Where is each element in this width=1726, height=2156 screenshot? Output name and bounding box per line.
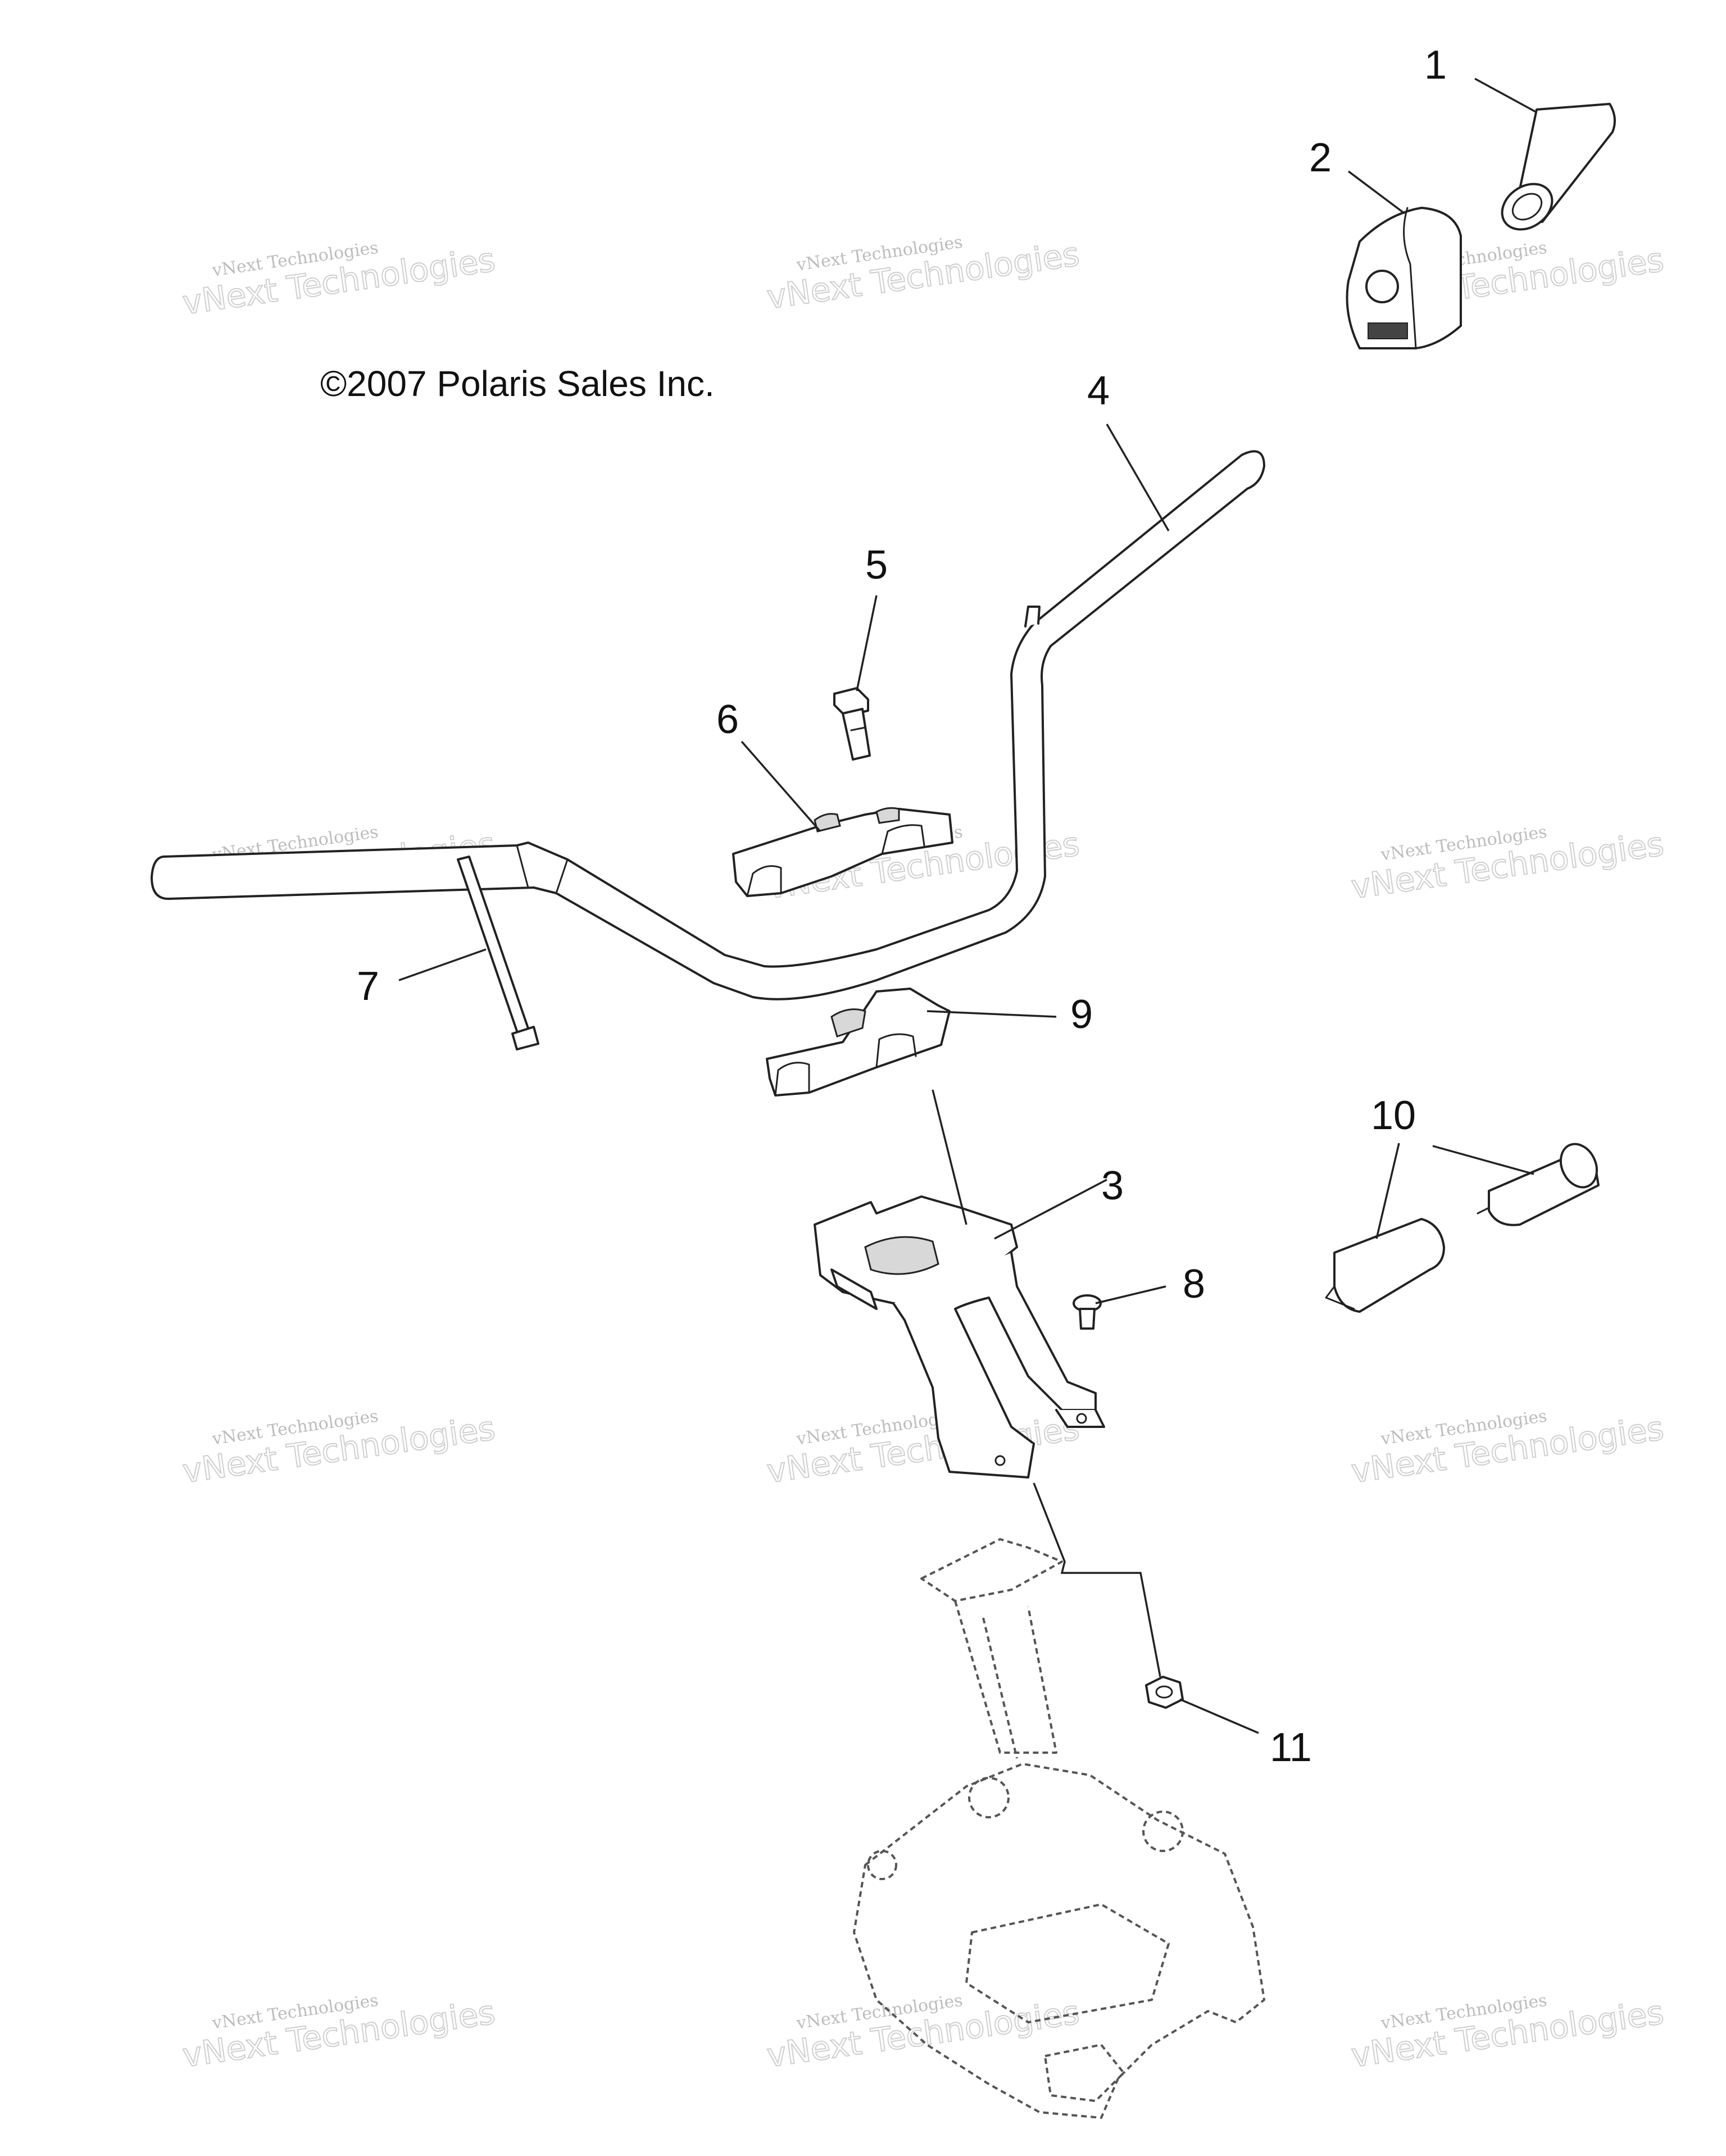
part-11-nut[interactable] xyxy=(1145,1676,1184,1709)
leader-6 xyxy=(741,740,821,833)
leader-1 xyxy=(1474,78,1537,113)
leader-7 xyxy=(398,948,487,981)
leader-8 xyxy=(1095,1285,1166,1304)
callout-7: 7 xyxy=(357,964,379,1009)
callout-1: 1 xyxy=(1424,43,1447,88)
watermark-top-left: vNext Technologies vNext Technologies xyxy=(180,238,498,322)
watermark-low-center: vNext Technologies vNext Technologies xyxy=(764,1406,1082,1491)
part-1-grip-tube[interactable] xyxy=(1493,103,1616,239)
part-7-long-bolt[interactable] xyxy=(457,856,539,1050)
leader-10b xyxy=(1432,1145,1534,1175)
reference-frame-dashed xyxy=(853,1538,1265,2119)
callout-3: 3 xyxy=(1101,1163,1124,1208)
leader-5 xyxy=(856,595,878,692)
leader-3-extension xyxy=(932,1089,968,1225)
leader-2 xyxy=(1347,170,1406,215)
watermark-bottom-right: vNext Technologies vNext Technologies xyxy=(1348,1990,1666,2075)
callout-8: 8 xyxy=(1183,1262,1205,1307)
watermark-top-center: vNext Technologies vNext Technologies xyxy=(764,232,1082,317)
watermark-mid-right: vNext Technologies vNext Technologies xyxy=(1348,822,1666,907)
watermark-low-right: vNext Technologies vNext Technologies xyxy=(1348,1406,1666,1491)
leader-11-zigzag xyxy=(1033,1482,1161,1677)
part-5-clamp-bolt[interactable] xyxy=(833,687,871,761)
leader-9 xyxy=(926,1010,1057,1018)
callout-11: 11 xyxy=(1270,1725,1312,1770)
leader-11 xyxy=(1179,1698,1259,1734)
watermark-bottom-center: vNext Technologies vNext Technologies xyxy=(764,1990,1082,2075)
part-2-throttle-housing[interactable] xyxy=(1346,207,1462,349)
part-8-screw[interactable] xyxy=(1073,1294,1102,1330)
callout-2: 2 xyxy=(1309,135,1332,180)
leader-3 xyxy=(994,1179,1107,1240)
part-4-handlebar[interactable] xyxy=(151,450,1265,1000)
leader-lines xyxy=(398,78,1537,1734)
callout-9: 9 xyxy=(1070,992,1093,1037)
leader-10a xyxy=(1375,1143,1400,1239)
part-6-upper-clamp[interactable] xyxy=(732,807,953,897)
callout-6: 6 xyxy=(716,697,739,742)
callout-4: 4 xyxy=(1087,369,1110,413)
watermark-low-left: vNext Technologies vNext Technologies xyxy=(180,1406,498,1491)
part-10-switch-assembly[interactable] xyxy=(1325,1138,1604,1313)
watermark-bottom-left: vNext Technologies vNext Technologies xyxy=(180,1990,498,2075)
leader-4 xyxy=(1106,424,1170,531)
copyright-notice: ©2007 Polaris Sales Inc. xyxy=(320,363,715,404)
callout-5: 5 xyxy=(865,543,888,588)
part-9-lower-clamp[interactable] xyxy=(766,988,951,1097)
callout-10: 10 xyxy=(1371,1093,1416,1138)
